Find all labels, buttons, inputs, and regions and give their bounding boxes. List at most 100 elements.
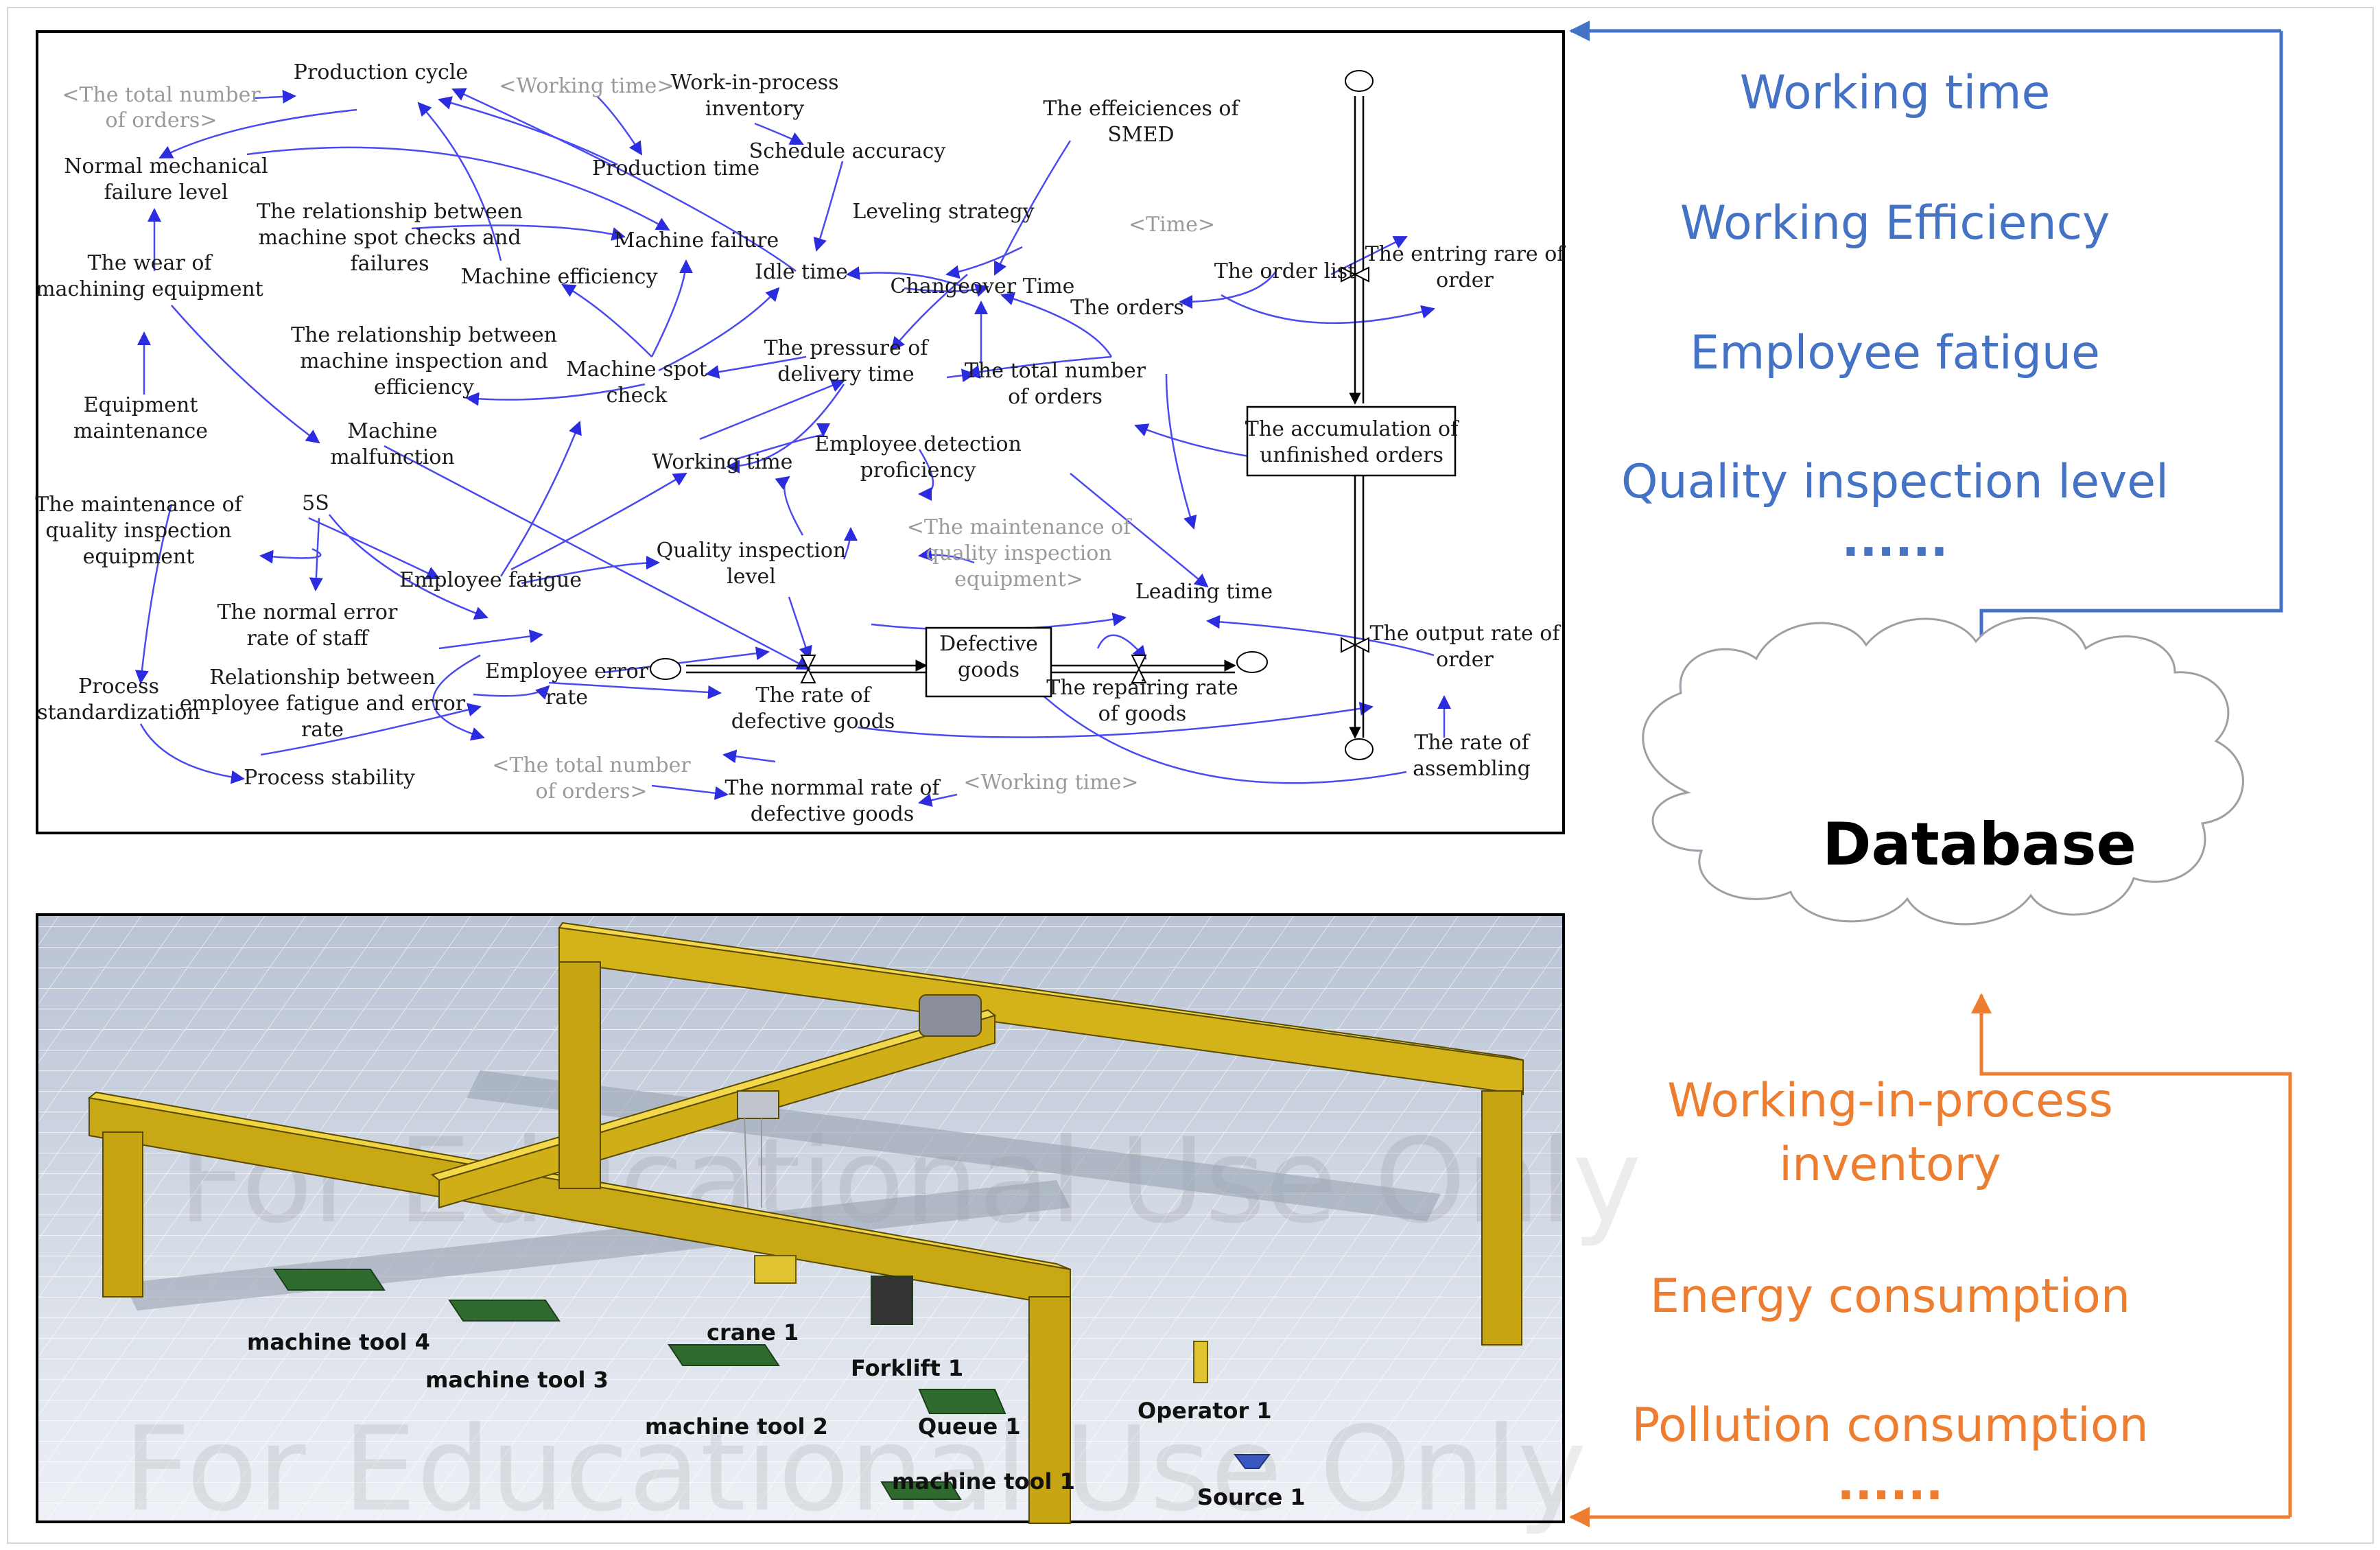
sd-spot-checks-3: failures (351, 252, 429, 276)
top-item-ellipsis: ...... (1842, 513, 1948, 567)
sd-working-time-ghost: <Working time> (499, 74, 674, 98)
label-crane-1: crane 1 (707, 1319, 799, 1346)
sd-smed-2: SMED (1107, 123, 1174, 147)
sd-maint-qi-ghost-2: quality inspection (926, 541, 1111, 565)
sd-total-orders-ghost-3: <The total number (492, 753, 691, 777)
sd-spot-checks-2: machine spot checks and (258, 226, 521, 250)
sd-process-std-2: standardization (37, 701, 200, 725)
machine-tools (273, 1255, 1271, 1500)
sd-changeover: Changeover Time (891, 274, 1075, 298)
label-forklift-1: Forklift 1 (851, 1355, 963, 1381)
sd-process-std-1: Process (78, 674, 159, 698)
sd-normal-failure-2: failure level (104, 180, 228, 204)
sd-spot-checks-1: The relationship between (257, 200, 523, 224)
label-machine-tool-4: machine tool 4 (247, 1329, 430, 1355)
label-machine-tool-1: machine tool 1 (892, 1468, 1075, 1494)
sd-total-orders-1: The total number (965, 359, 1146, 383)
sd-total-orders-2: of orders (1008, 385, 1103, 409)
sd-wip-2: inventory (705, 97, 804, 121)
sd-inspection-eff-2: machine inspection and (300, 349, 548, 373)
bottom-item-wip-1: Working-in-process (1667, 1074, 2113, 1128)
sd-maint-qi-3: equipment (83, 545, 195, 569)
sd-normal-defective-1: The normmal rate of (725, 776, 941, 800)
sd-defective-1: Defective (939, 632, 1038, 656)
label-queue-1: Queue 1 (918, 1413, 1021, 1440)
sd-normal-error-1: The normal error (217, 600, 398, 624)
sd-maint-qi-1: The maintenance of (35, 493, 243, 517)
sd-repairing-2: of goods (1098, 702, 1187, 726)
sd-malfunction-1: Machine (347, 419, 437, 443)
sd-maint-qi-ghost-3: equipment> (954, 567, 1083, 591)
label-source-1: Source 1 (1197, 1484, 1306, 1510)
bottom-data-list: Working-in-process inventory Energy cons… (1631, 1074, 2148, 1511)
orange-connector (1569, 993, 2292, 1527)
sd-qi-level-1: Quality inspection (657, 539, 847, 563)
sd-stability: Process stability (244, 766, 415, 790)
sd-inspection-eff-3: efficiency (374, 375, 474, 399)
sd-working-time-ghost-2: <Working time> (963, 771, 1138, 795)
bottom-item-pollution: Pollution consumption (1631, 1398, 2148, 1453)
sd-spot-check-2: check (606, 384, 668, 408)
label-operator-1: Operator 1 (1138, 1398, 1272, 1424)
sd-labels: Production cycle <The total number of or… (35, 60, 1566, 826)
sd-rate-defective-2: defective goods (731, 709, 895, 733)
outer-frame (7, 7, 2374, 1544)
sd-accumulation-2: unfinished orders (1260, 443, 1444, 467)
sd-equip-maint-2: maintenance (73, 419, 208, 443)
label-machine-tool-2: machine tool 2 (645, 1413, 828, 1440)
database-label: Database (1822, 810, 2136, 879)
sd-the-orders: The orders (1070, 296, 1184, 320)
sd-smed-1: The effeiciences of (1043, 97, 1240, 121)
sd-equip-maint-1: Equipment (84, 393, 198, 417)
sd-working-time: Working time (652, 450, 793, 474)
sd-pressure-1: The pressure of (764, 336, 930, 360)
sd-valves (800, 266, 1369, 683)
sd-output-rate-1: The output rate of (1370, 622, 1562, 646)
sim-labels: machine tool 4 machine tool 3 crane 1 Fo… (247, 1319, 1306, 1510)
top-item-working-efficiency: Working Efficiency (1680, 196, 2110, 250)
sd-time-ghost: <Time> (1129, 213, 1215, 237)
sd-pressure-2: delivery time (777, 362, 915, 386)
simulation-view: For Educational Use Only For Educational… (36, 913, 1641, 1538)
gantry-crane (87, 921, 1524, 1524)
sd-normal-defective-2: defective goods (751, 802, 914, 826)
sd-relation-fatigue-2: employee fatigue and error (180, 692, 466, 716)
sd-wear-1: The wear of (88, 251, 213, 275)
sd-detection-1: Employee detection (814, 432, 1022, 456)
sd-machine-efficiency: Machine efficiency (461, 265, 658, 289)
bottom-item-ellipsis: ...... (1837, 1457, 1944, 1511)
sd-total-orders-ghost-2: of orders> (106, 108, 217, 132)
sd-schedule-accuracy: Schedule accuracy (749, 139, 946, 163)
sd-maint-qi-2: quality inspection (45, 519, 231, 543)
sd-detection-2: proficiency (860, 458, 976, 482)
sd-production-cycle: Production cycle (294, 60, 468, 84)
top-item-employee-fatigue: Employee fatigue (1690, 326, 2100, 380)
top-item-quality-inspection: Quality inspection level (1621, 455, 2169, 509)
sd-maint-qi-ghost-1: <The maintenance of (907, 515, 1132, 539)
sd-wear-2: machining equipment (36, 277, 263, 301)
top-item-working-time: Working time (1740, 66, 2051, 120)
sd-total-orders-ghost-4: of orders> (536, 779, 648, 803)
sd-rate-defective-1: The rate of (755, 683, 871, 707)
sd-accumulation-1: The accumulation of (1245, 417, 1459, 441)
sd-5s: 5S (302, 491, 329, 515)
sd-assembling-2: assembling (1413, 757, 1531, 781)
sd-error-rate-1: Employee error (485, 659, 649, 683)
sd-qi-level-2: level (727, 565, 776, 589)
label-machine-tool-3: machine tool 3 (425, 1367, 609, 1393)
sd-leveling: Leveling strategy (852, 200, 1034, 224)
sd-clouds (650, 70, 1374, 760)
sd-inspection-eff-1: The relationship between (291, 323, 557, 347)
sd-idle-time: Idle time (755, 260, 848, 284)
sd-malfunction-2: malfunction (330, 445, 455, 469)
sd-normal-failure-1: Normal mechanical (64, 154, 268, 178)
sd-output-rate-2: order (1436, 648, 1494, 672)
sd-defective-2: goods (958, 658, 1020, 682)
top-data-list: Working time Working Efficiency Employee… (1621, 66, 2169, 567)
sd-spot-check-1: Machine spot (566, 357, 707, 381)
sd-total-orders-ghost-1: <The total number (62, 83, 261, 107)
database-cloud (1642, 616, 2244, 926)
sd-error-rate-2: rate (545, 685, 588, 709)
sd-assembling-1: The rate of (1414, 731, 1530, 755)
